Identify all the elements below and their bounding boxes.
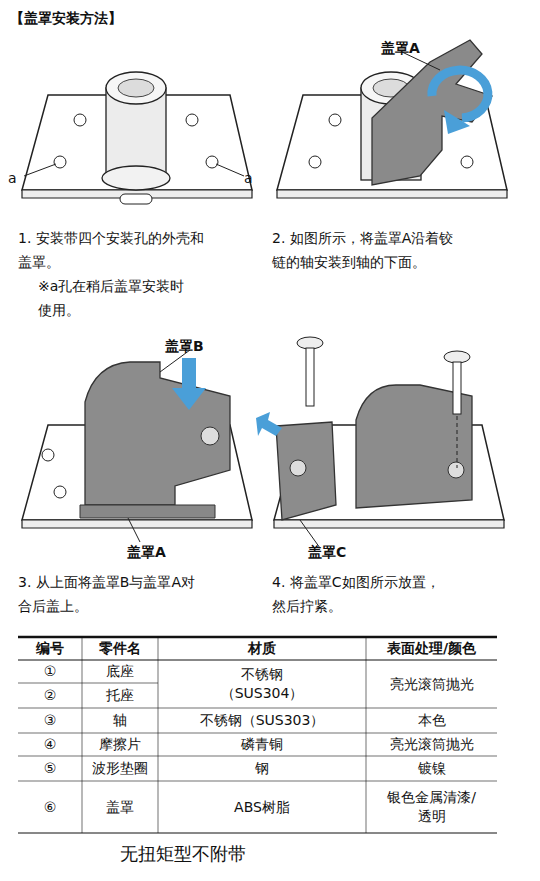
table-cell: ⑥ [18, 781, 82, 833]
table-cell: 不锈钢（SUS303） [158, 708, 366, 733]
table-cell: 托座 [82, 683, 158, 708]
hinge-step3-polygon [80, 505, 215, 518]
hinge-step2-circle [461, 156, 473, 168]
hinge-step4-circle [290, 460, 306, 476]
hinge-step3-circle [42, 449, 54, 461]
hinge-step2-path [372, 40, 492, 185]
parts-table-grid-line [18, 636, 497, 639]
table-cell: 波形垫圈 [82, 756, 158, 781]
hinge-step1-ellipse [118, 79, 154, 97]
callout-label: a [244, 166, 253, 190]
hinge-step3-line [128, 518, 140, 542]
hinge-step3-circle [54, 486, 66, 498]
hinge-step3-polygon [22, 520, 252, 528]
parts-table-grid-line [18, 781, 497, 782]
hinge-step3-polygon [172, 388, 206, 410]
hinge-step1-circle [54, 156, 66, 168]
hinge-step2-polygon [444, 110, 470, 134]
parts-table-grid-line [18, 683, 158, 684]
parts-table-grid-line [18, 733, 497, 734]
step-text: 2. 如图所示，将盖罩A沿着铰 链的轴安装到轴的下面。 [272, 226, 516, 274]
callout-label: 盖罩C [308, 540, 346, 564]
hinge-step1-circle [186, 114, 198, 126]
hinge-step3-circle [201, 427, 219, 445]
hinge-step1 [22, 72, 252, 204]
hinge-step1-line [24, 164, 56, 176]
table-header: 表面处理/颜色 [366, 637, 497, 660]
hinge-step1-ellipse [102, 166, 170, 190]
table-cell: 本色 [366, 708, 497, 733]
hinge-step2-polygon [277, 190, 507, 198]
hinge-step3-rect [182, 358, 196, 388]
section-title: 【盖罩安装方法】 [10, 6, 122, 30]
hinge-step2 [277, 40, 507, 198]
table-cell: 亮光滚筒抛光 [366, 660, 497, 708]
hinge-step4-ellipse [297, 337, 323, 349]
table-cell: ① [18, 660, 82, 683]
table-cell: ③ [18, 708, 82, 733]
table-cell: ② [18, 683, 82, 708]
hinge-step4-rect [453, 362, 461, 414]
parts-table-grid-line [18, 833, 497, 834]
hinge-step4-polygon [274, 520, 504, 528]
table-header: 编号 [18, 637, 82, 660]
parts-table-grid-line [366, 637, 367, 833]
table-header: 材质 [158, 637, 366, 660]
hinge-step1-line [216, 164, 244, 176]
step-text: 1. 安装带四个安装孔的外壳和 盖罩。 [18, 226, 236, 274]
table-cell: ④ [18, 733, 82, 756]
step-text: 4. 将盖罩C如图所示放置， 然后拧紧。 [272, 570, 500, 618]
table-cell: 钢 [158, 756, 366, 781]
table-cell: 盖罩 [82, 781, 158, 833]
hinge-step2-circle [329, 114, 341, 126]
hinge-step4-ellipse [444, 351, 470, 363]
table-cell: ⑤ [18, 756, 82, 781]
table-cell: 银色金属清漆/ 透明 [366, 781, 497, 833]
table-cell: 磷青铜 [158, 733, 366, 756]
callout-label: 盖罩A [381, 36, 420, 60]
hinge-step4 [256, 337, 504, 548]
parts-table-grid [18, 637, 497, 833]
table-cell: ABS树脂 [158, 781, 366, 833]
step-text: 3. 从上面将盖罩B与盖罩A对 合后盖上。 [18, 570, 244, 618]
note-text: ※a孔在稍后盖罩安装时 使用。 [38, 274, 228, 322]
table-cell: 亮光滚筒抛光 [366, 733, 497, 756]
table-cell: 不锈钢 （SUS304） [158, 660, 366, 708]
hinge-step2-circle [309, 156, 321, 168]
hinge-step1-circle [206, 156, 218, 168]
parts-table-grid-line [18, 708, 497, 709]
hinge-step4-line [300, 520, 320, 548]
hinge-step3-path [85, 362, 230, 505]
hinge-step4-polygon [256, 412, 282, 436]
footnote: 无扭矩型不附带 [120, 842, 246, 866]
callout-label: 盖罩B [165, 334, 204, 358]
table-cell: 轴 [82, 708, 158, 733]
parts-table-grid-line [158, 637, 159, 833]
callout-label: a [8, 166, 17, 190]
parts-table-grid-line [82, 637, 83, 833]
hinge-step1-ellipse [106, 72, 166, 104]
callout-label: 盖罩A [127, 540, 166, 564]
parts-table-grid-line [18, 756, 497, 757]
hinge-step2-path [432, 70, 488, 118]
table-cell: 镀镍 [366, 756, 497, 781]
table-header: 零件名 [82, 637, 158, 660]
hinge-step4-path [276, 422, 336, 520]
hinge-step1-rect [120, 194, 152, 204]
hinge-step4-line [457, 416, 458, 468]
hinge-step4-rect [306, 348, 314, 406]
hinge-step3 [22, 350, 252, 542]
hinge-step4-circle [448, 462, 464, 478]
table-cell: 摩擦片 [82, 733, 158, 756]
hinge-step1-circle [74, 114, 86, 126]
table-cell: 底座 [82, 660, 158, 683]
parts-table-grid-line [18, 660, 497, 661]
